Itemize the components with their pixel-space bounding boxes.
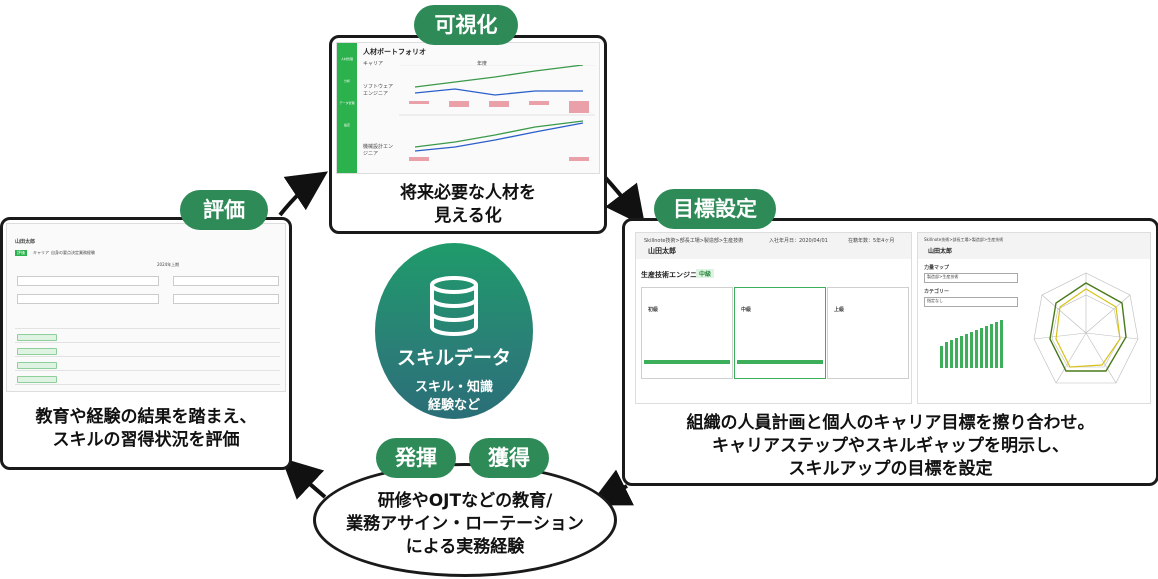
map-label: 力量マップ <box>924 265 950 271</box>
portfolio-col-career: キャリア <box>363 61 384 67</box>
hub-subtitle-2: 経験など <box>427 398 480 413</box>
portfolio-screen: 人材管理分析データ管理設定 人材ポートフォリオ キャリア 年度 ソフトウェア エ… <box>336 42 600 174</box>
arrow-evaluate-to-visualize <box>278 171 328 217</box>
visualize-label: 可視化 <box>414 5 518 45</box>
goal-user-name: 山田太郎 <box>648 247 676 255</box>
eval-tab-evaluate[interactable]: 評価 <box>15 250 27 256</box>
category-select[interactable]: 指定なし <box>924 297 1018 307</box>
evaluate-caption: 教育や経験の結果を踏まえ、 スキルの習得状況を評価 <box>35 407 257 450</box>
goal-screen: Skillnote技術>部長工場>製造部>生産技術 山田太郎 入社年月日：202… <box>635 232 912 404</box>
portfolio-nav-item[interactable]: 設定 <box>343 123 350 127</box>
eval-field-2[interactable] <box>173 276 279 286</box>
eval-period: 2024年上期 <box>157 262 180 267</box>
practice-caption: 研修やOJTなどの教育/ 業務アサイン・ローテーション による実務経験 <box>346 491 584 557</box>
portfolio-nav-item[interactable]: データ管理 <box>339 101 355 105</box>
visualize-caption: 将来必要な人材を 見える化 <box>400 183 536 226</box>
eval-field-4[interactable] <box>173 294 279 304</box>
evaluate-label: 評価 <box>180 190 268 230</box>
skill-tag <box>17 362 57 369</box>
arrow-visualize-to-goal <box>601 173 646 227</box>
map-select[interactable]: 製造部>生産技術 <box>924 273 1018 283</box>
portfolio-row2-label: 機械設計エンジニア <box>363 144 394 157</box>
eval-user-name: 山田太郎 <box>15 239 36 245</box>
skill-data-hub: スキルデータ スキル・知識 経験など <box>375 243 533 419</box>
evaluate-panel: 山田太郎 評価 キャリア 自身の要点決定 業務経験 2024年上期 教育や経験の… <box>0 217 292 470</box>
category-label: カテゴリー <box>924 289 950 295</box>
goal-role-title: 生産技術エンジニア <box>641 271 704 279</box>
map-breadcrumb[interactable]: Skillnote技術>部長工場>製造部>生産技術 <box>924 237 1004 242</box>
goal-setting-label: 目標設定 <box>654 189 776 229</box>
goal-setting-caption: 組織の人員計画と個人のキャリア目標を擦り合わせ。 キャリアステップやスキルギャッ… <box>686 413 1095 479</box>
goal-tenure: 在籍年数：5年4ヶ月 <box>848 238 895 244</box>
practice-bubble: 研修やOJTなどの教育/ 業務アサイン・ローテーション による実務経験 <box>313 463 617 577</box>
eval-tab-career[interactable]: キャリア <box>33 250 49 255</box>
hub-subtitle-1: スキル・知識 <box>414 380 493 395</box>
step-card-intermediate: 中級 <box>734 287 826 379</box>
skill-tag <box>17 334 57 341</box>
demonstrate-label: 発揮 <box>376 438 456 478</box>
portfolio-charts <box>399 65 595 161</box>
database-icon <box>430 276 478 336</box>
eval-field-3[interactable] <box>17 294 159 304</box>
eval-tab-keypoints[interactable]: 自身の要点決定 <box>51 250 79 255</box>
goal-join-date: 入社年月日：2020/04/01 <box>769 238 828 244</box>
portfolio-row1-label: ソフトウェア エンジニア <box>363 84 394 97</box>
goal-breadcrumb[interactable]: Skillnote技術>部長工場>製造部>生産技術 <box>644 238 744 244</box>
step-card-advanced: 上級 <box>827 287 909 379</box>
portfolio-nav-item[interactable]: 分析 <box>343 79 350 83</box>
step-card-beginner: 初級 <box>641 287 733 379</box>
skill-tag <box>17 376 57 383</box>
eval-field-1[interactable] <box>17 276 159 286</box>
portfolio-sidebar: 人材管理分析データ管理設定 <box>337 43 357 173</box>
visualize-panel: 人材管理分析データ管理設定 人材ポートフォリオ キャリア 年度 ソフトウェア エ… <box>329 35 607 234</box>
acquire-label: 獲得 <box>469 438 549 478</box>
skill-histogram <box>940 320 1003 368</box>
portfolio-nav-item[interactable]: 人材管理 <box>340 57 353 61</box>
skill-radar-chart <box>1033 272 1139 384</box>
map-user-name: 山田太郎 <box>928 248 953 255</box>
goal-setting-panel: Skillnote技術>部長工場>製造部>生産技術 山田太郎 入社年月日：202… <box>622 218 1158 486</box>
portfolio-col-year: 年度 <box>477 61 488 67</box>
arrow-practice-to-evaluate <box>281 457 327 500</box>
eval-tab-experience[interactable]: 業務経験 <box>79 250 95 255</box>
skill-map-screen: Skillnote技術>部長工場>製造部>生産技術 山田太郎 力量マップ 製造部… <box>917 232 1151 404</box>
skill-tag <box>17 348 57 355</box>
portfolio-title: 人材ポートフォリオ <box>363 48 426 56</box>
hub-title: スキルデータ <box>396 347 511 369</box>
evaluation-screen: 山田太郎 評価 キャリア 自身の要点決定 業務経験 2024年上期 <box>6 223 286 392</box>
goal-level-badge: 中級 <box>696 269 715 278</box>
